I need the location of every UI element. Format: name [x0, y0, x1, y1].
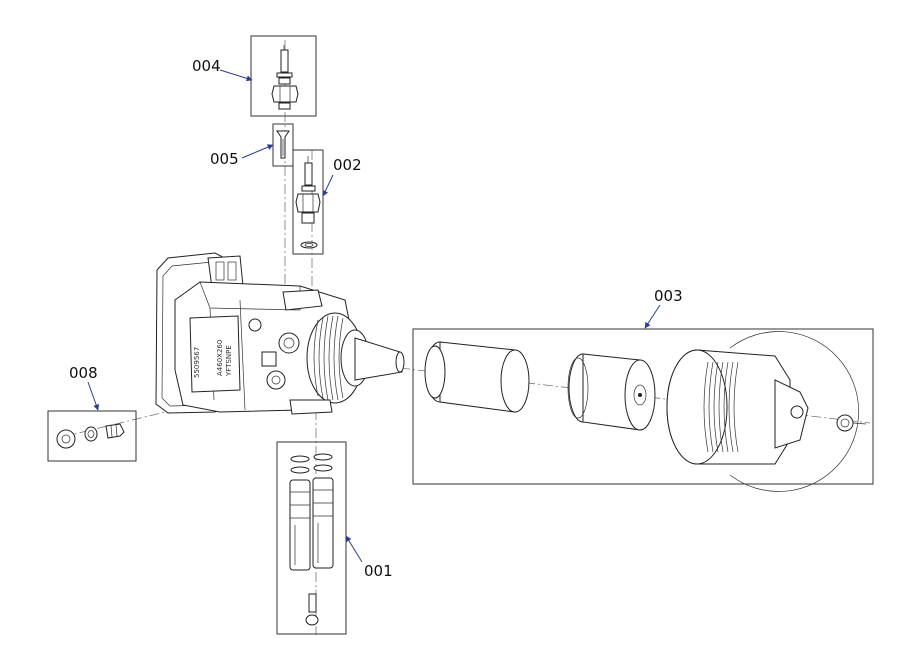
- callout-002: 002: [333, 156, 362, 174]
- pump-housing: [155, 252, 405, 415]
- part-box-004[interactable]: [250, 35, 317, 117]
- part-box-005[interactable]: [272, 123, 294, 167]
- valve-cartridges-001: [289, 453, 334, 626]
- plug-and-seal-008: [56, 423, 125, 449]
- leader-lines: [87, 69, 661, 563]
- filter-assembly-003: [424, 331, 867, 492]
- nozzle-fitting-004: [271, 45, 299, 110]
- part-box-003[interactable]: [412, 328, 874, 492]
- part-box-002[interactable]: [292, 149, 324, 255]
- filter-element-005: [276, 130, 290, 159]
- callout-005: 005: [210, 150, 239, 168]
- housing-code-2: YFTSNPE: [225, 345, 233, 377]
- callout-004: 004: [192, 57, 221, 75]
- callout-003: 003: [654, 287, 683, 305]
- nozzle-fitting-002: [295, 156, 321, 249]
- part-box-001[interactable]: [276, 441, 347, 635]
- housing-code-1: A460X260: [216, 340, 224, 376]
- part-box-008[interactable]: [47, 410, 137, 462]
- callout-001: 001: [364, 562, 393, 580]
- housing-part-number: 5509567: [193, 347, 201, 378]
- callout-008: 008: [69, 364, 98, 382]
